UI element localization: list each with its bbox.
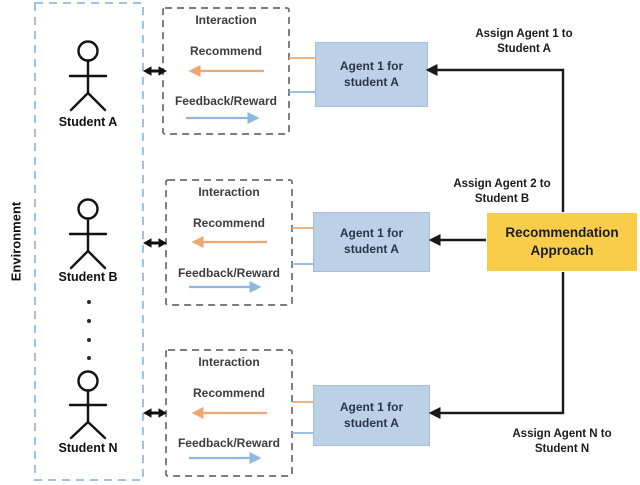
assign-agent-2-label: Assign Agent 2 to Student B [422,177,582,206]
interaction-panel-1: Interaction Recommend Feedback/Reward [163,8,289,134]
feedback-label: Feedback/Reward [174,94,278,108]
student-b-label: Student B [58,270,118,284]
assign-line2: Student N [534,442,590,455]
recommendation-line1: Recommendation [505,224,619,240]
interaction-title: Interaction [198,355,260,369]
assign-line2: Student A [497,42,551,55]
bidirectional-arrow-icon-2 [143,238,167,248]
interaction-panel-3: Interaction Recommend Feedback/Reward [166,350,292,476]
student-b-icon [68,198,108,270]
vertical-ellipsis [87,300,91,360]
recommend-label: Recommend [192,386,266,400]
agent-box-line2: student A [344,74,399,89]
student-n-icon [68,370,108,440]
assign-line2: Student B [474,192,530,205]
assign-arrow-3 [428,272,565,419]
interaction-title: Interaction [195,13,257,27]
environment-label: Environment [8,201,24,282]
feedback-label: Feedback/Reward [177,266,281,280]
interaction-panel-2: Interaction Recommend Feedback/Reward [166,180,292,305]
recommendation-line2: Approach [530,243,594,258]
agent-box-1: Agent 1 for student A [315,42,428,107]
assign-agent-n-label: Assign Agent N to Student N [482,427,640,456]
interaction-title: Interaction [198,185,260,199]
environment-border [34,2,144,481]
assign-line1: Assign Agent N to [512,428,612,440]
agent-box-line1: Agent 1 for [339,399,404,414]
agent-box-line1: Agent 1 for [339,58,404,73]
assign-line1: Assign Agent 2 to [453,178,551,190]
agent-box-2: Agent 1 for student A [313,212,430,272]
student-a-label: Student A [58,115,118,129]
feedback-label: Feedback/Reward [177,436,281,450]
assign-agent-1-label: Assign Agent 1 to Student A [444,27,604,56]
recommendation-approach-box: Recommendation Approach [487,213,637,271]
recommend-label: Recommend [192,216,266,230]
recommend-connectors [289,57,316,403]
agent-box-line2: student A [344,242,399,256]
agent-box-line1: Agent 1 for [339,226,404,241]
student-a-icon [68,40,108,112]
bidirectional-arrow-icon-3 [143,408,167,418]
feedback-connectors [289,91,316,434]
recommend-label: Recommend [189,44,263,58]
agent-box-3: Agent 1 for student A [313,385,430,446]
agent-box-line2: student A [344,415,399,430]
assign-line1: Assign Agent 1 to [475,28,573,40]
student-n-label: Student N [58,441,118,455]
